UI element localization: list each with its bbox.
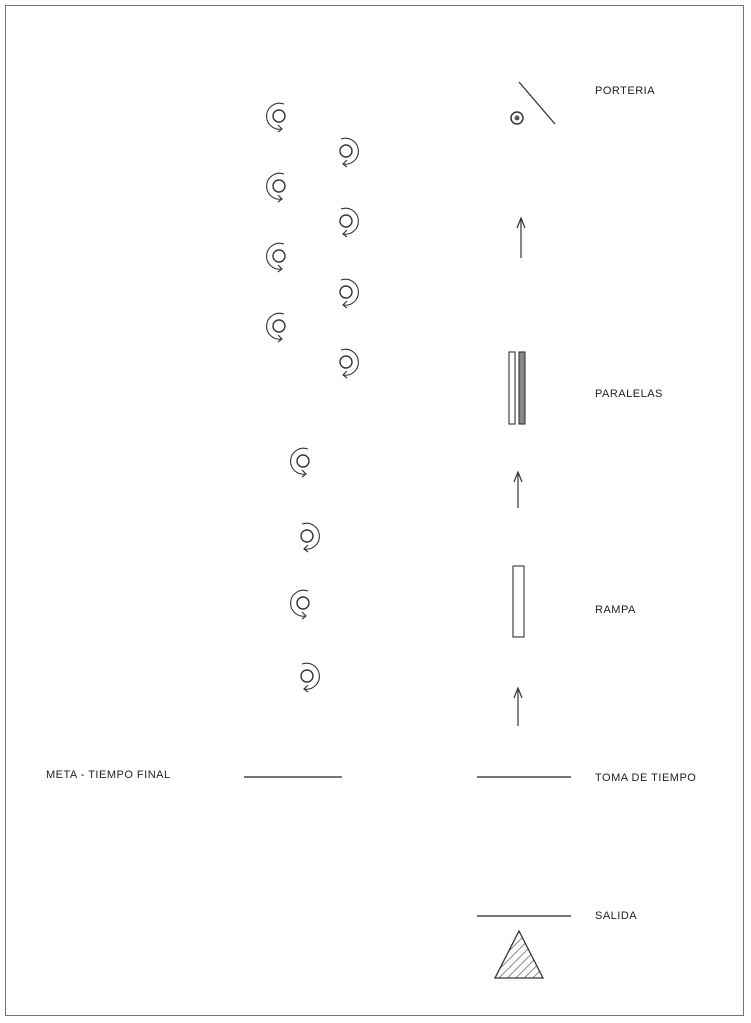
arrow-up-icon: [513, 470, 523, 508]
arrow-up-icon: [513, 686, 523, 726]
arrow-up-icon: [516, 216, 526, 258]
label-toma: TOMA DE TIEMPO: [595, 772, 697, 784]
spin-ccw-icon: [266, 102, 286, 133]
parallel-bars-icon: [508, 351, 526, 425]
label-porteria: PORTERIA: [595, 85, 656, 97]
diagram-frame: [5, 5, 744, 1016]
spin-cw-icon: [339, 207, 359, 238]
spin-ccw-icon: [266, 172, 286, 203]
goal-icon: [510, 81, 556, 125]
spin-markers: [266, 102, 359, 693]
spin-ccw-icon: [266, 312, 286, 343]
spin-ccw-icon: [290, 447, 310, 478]
ramp-icon: [512, 565, 525, 638]
hatched-triangle-icon: [493, 929, 545, 979]
label-rampa: RAMPA: [595, 604, 636, 616]
spin-ccw-icon: [266, 242, 286, 273]
spin-cw-icon: [300, 522, 320, 553]
label-meta: META - TIEMPO FINAL: [46, 769, 171, 781]
spin-cw-icon: [339, 137, 359, 168]
spin-cw-icon: [339, 348, 359, 379]
ball-icon: [510, 111, 524, 125]
spin-cw-icon: [300, 662, 320, 693]
spin-ccw-icon: [290, 589, 310, 620]
label-salida: SALIDA: [595, 910, 638, 922]
label-paralelas: PARALELAS: [595, 388, 663, 400]
spin-cw-icon: [339, 278, 359, 309]
